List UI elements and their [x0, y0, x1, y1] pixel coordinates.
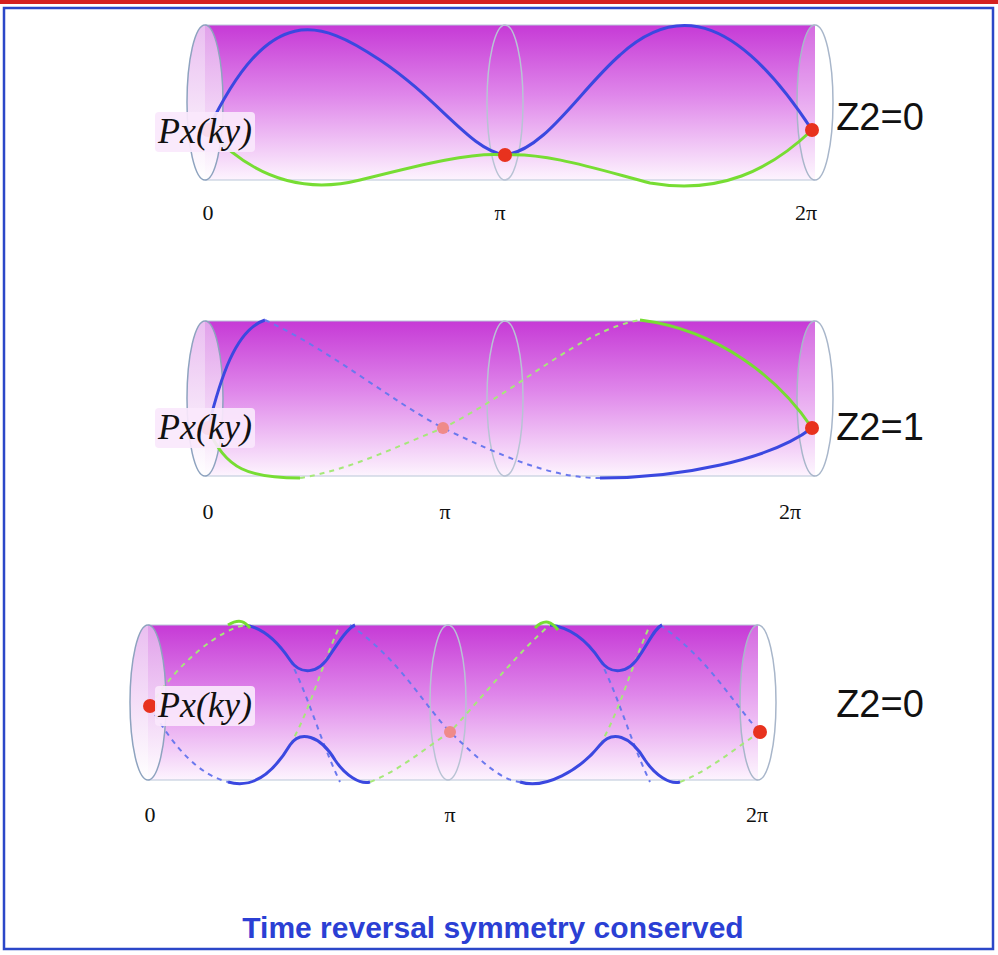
axis-label: Px(ky) [155, 408, 255, 448]
tick-label: 0 [145, 803, 156, 827]
tick-label: 0 [203, 201, 214, 225]
caption: Time reversal symmetry conserved [242, 911, 743, 944]
tick-label: π [444, 803, 455, 827]
invariant-label: Z2=0 [836, 684, 924, 726]
axis-label: Px(ky) [155, 686, 255, 726]
tick-label: 2π [746, 803, 768, 827]
tick-label: π [494, 201, 505, 225]
invariant-label: Z2=0 [836, 97, 924, 139]
axis-label: Px(ky) [155, 112, 255, 152]
tick-label: 2π [779, 500, 801, 524]
invariant-label: Z2=1 [836, 407, 924, 449]
tick-label: π [439, 500, 450, 524]
tick-label: 0 [203, 500, 214, 524]
tick-label: 2π [795, 201, 817, 225]
